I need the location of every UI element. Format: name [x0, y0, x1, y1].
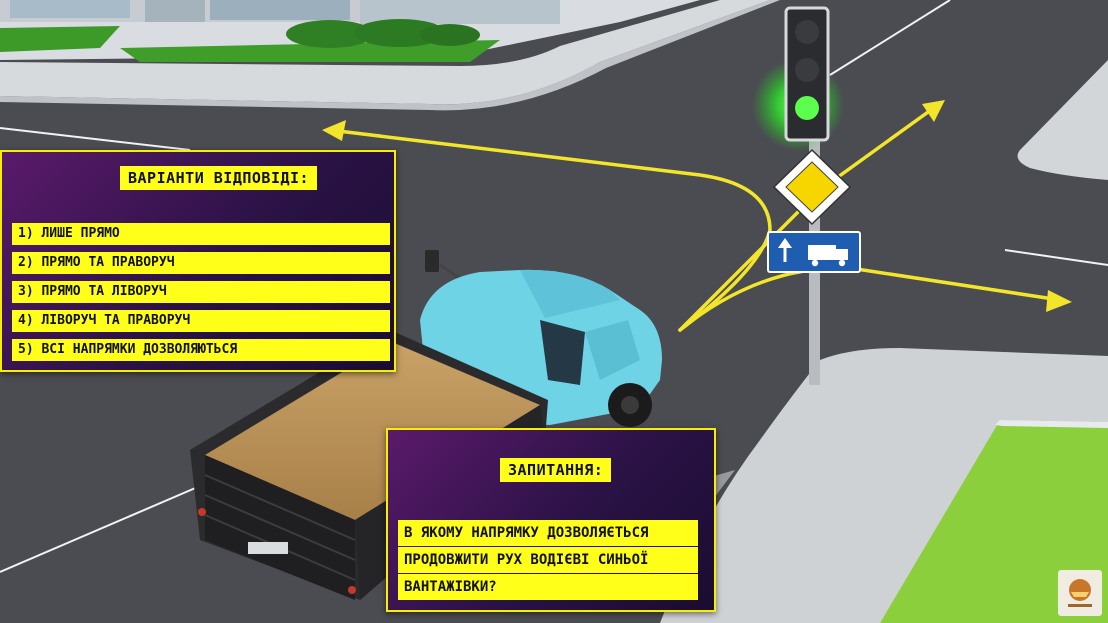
answer-option-3[interactable]: 3) ПРЯМО ТА ЛІВОРУЧ [12, 281, 390, 303]
question-panel-title: ЗАПИТАННЯ: [500, 458, 612, 482]
question-line-2: ПРОДОВЖИТИ РУХ ВОДІЄВІ СИНЬОЇ [398, 547, 698, 573]
building-block [0, 0, 700, 62]
answer-option-5[interactable]: 5) ВСІ НАПРЯМКИ ДОЗВОЛЯЮТЬСЯ [12, 339, 390, 361]
main-road-sign-icon [772, 148, 852, 226]
question-panel: ЗАПИТАННЯ: В ЯКОМУ НАПРЯМКУ ДОЗВОЛЯЄТЬСЯ… [386, 428, 716, 612]
answers-panel: ВАРІАНТИ ВІДПОВІДІ: 1) ЛИШЕ ПРЯМО 2) ПРЯ… [0, 150, 396, 372]
lane-direction-truck-plate-icon [767, 231, 861, 273]
green-light-icon [795, 96, 819, 120]
answers-panel-title: ВАРІАНТИ ВІДПОВІДІ: [120, 166, 318, 190]
answer-option-2[interactable]: 2) ПРЯМО ТА ПРАВОРУЧ [12, 252, 390, 274]
question-line-1: В ЯКОМУ НАПРЯМКУ ДОЗВОЛЯЄТЬСЯ [398, 520, 698, 546]
channel-logo-icon [1058, 570, 1102, 616]
answer-option-1[interactable]: 1) ЛИШЕ ПРЯМО [12, 223, 390, 245]
lane-markings [0, 0, 1108, 573]
answer-option-4[interactable]: 4) ЛІВОРУЧ ТА ПРАВОРУЧ [12, 310, 390, 332]
question-line-3: ВАНТАЖІВКИ? [398, 574, 698, 600]
